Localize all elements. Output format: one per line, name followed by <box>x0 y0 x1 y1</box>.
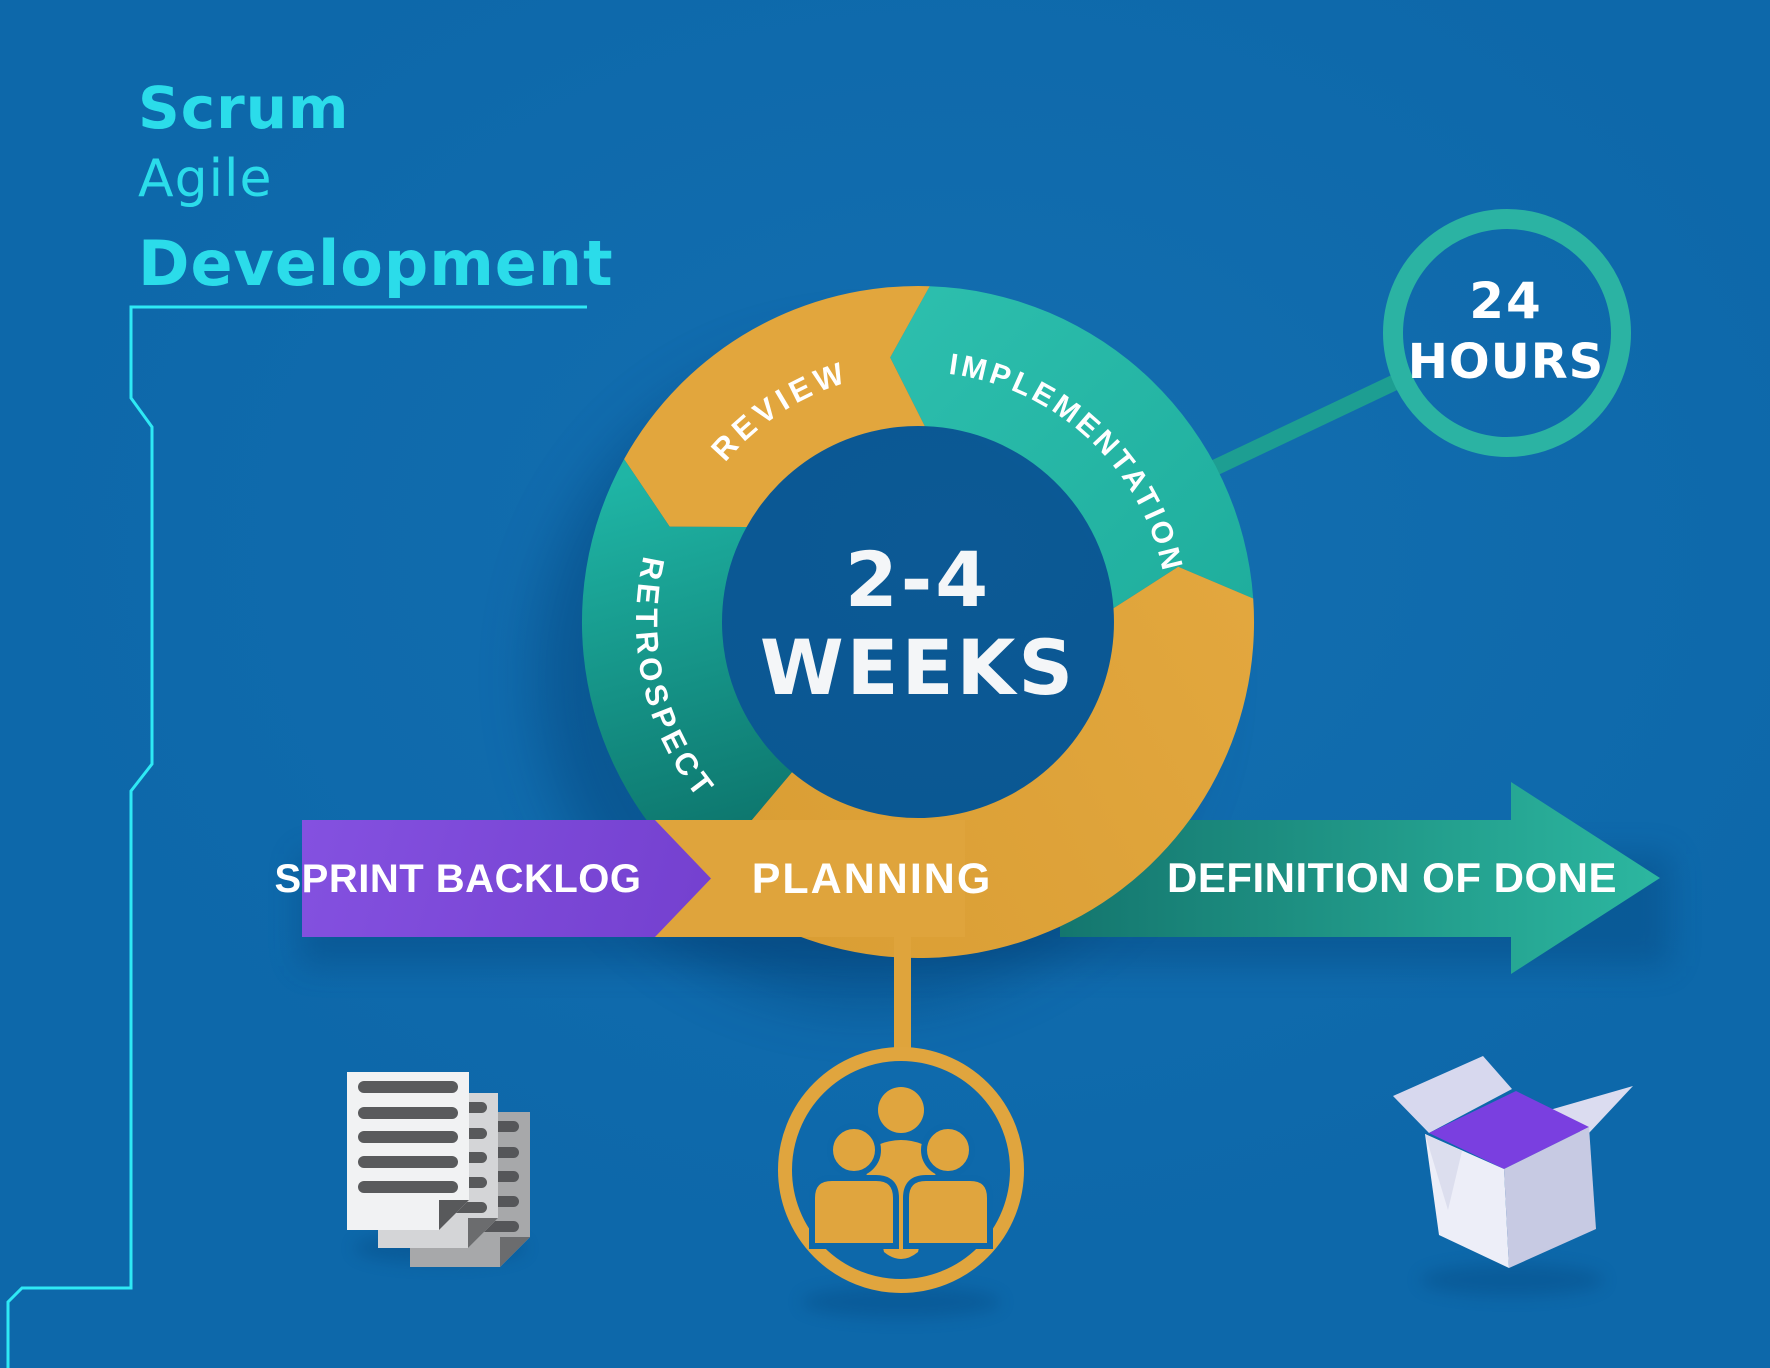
daily-cycle-badge: 24 HOURS <box>1383 209 1631 457</box>
label-planning: PLANNING <box>752 855 993 903</box>
flow-band: SPRINT BACKLOG PLANNING DEFINITION OF DO… <box>275 820 1617 937</box>
circuit-line-decoration <box>6 305 587 1368</box>
person-right-head <box>921 1123 975 1177</box>
segment-implementation <box>890 286 1254 609</box>
daily-cycle-circle <box>1383 209 1631 457</box>
page-title: Scrum Agile Development <box>138 76 614 310</box>
person-back-head <box>878 1087 924 1133</box>
label-sprint-backlog: SPRINT BACKLOG <box>275 857 642 901</box>
page-front-fold <box>439 1200 469 1230</box>
team-connector-line <box>894 935 911 1057</box>
badge-unit: HOURS <box>1408 334 1604 390</box>
page-middle-fold <box>468 1218 498 1248</box>
team-shadow <box>801 1286 1001 1318</box>
page-back-fold <box>500 1237 530 1267</box>
daily-cycle-connector-line <box>1206 369 1410 478</box>
duration-line2: WEEKS <box>760 623 1076 712</box>
box-front-right-face <box>1504 1127 1596 1268</box>
page-front-lines <box>358 1081 458 1193</box>
sprint-duration: 2-4 WEEKS <box>760 535 1076 712</box>
person-left-body <box>809 1175 899 1249</box>
badge-value: 24 <box>1469 272 1543 330</box>
person-right-body <box>903 1175 993 1249</box>
title-line-development: Development <box>138 227 614 300</box>
definition-of-done-arrow <box>1060 782 1660 974</box>
box-left-flap <box>1393 1056 1512 1133</box>
title-line-agile: Agile <box>138 149 273 209</box>
scrum-team-icon <box>778 935 1024 1293</box>
segment-retrospect <box>581 459 792 880</box>
segment-review <box>624 285 930 527</box>
box-flap-shade <box>1425 1134 1462 1210</box>
documents-stack-icon <box>347 1072 530 1267</box>
box-interior <box>1429 1091 1589 1169</box>
person-left-head <box>827 1123 881 1177</box>
box-shadow <box>1420 1264 1604 1296</box>
team-circle <box>778 1047 1024 1293</box>
sprint-backlog-arrow <box>302 820 711 937</box>
label-definition-of-done: DEFINITION OF DONE <box>1167 854 1617 901</box>
open-box-increment-icon <box>1393 1056 1633 1268</box>
title-line-scrum: Scrum <box>138 74 350 142</box>
duration-line1: 2-4 <box>845 535 991 624</box>
